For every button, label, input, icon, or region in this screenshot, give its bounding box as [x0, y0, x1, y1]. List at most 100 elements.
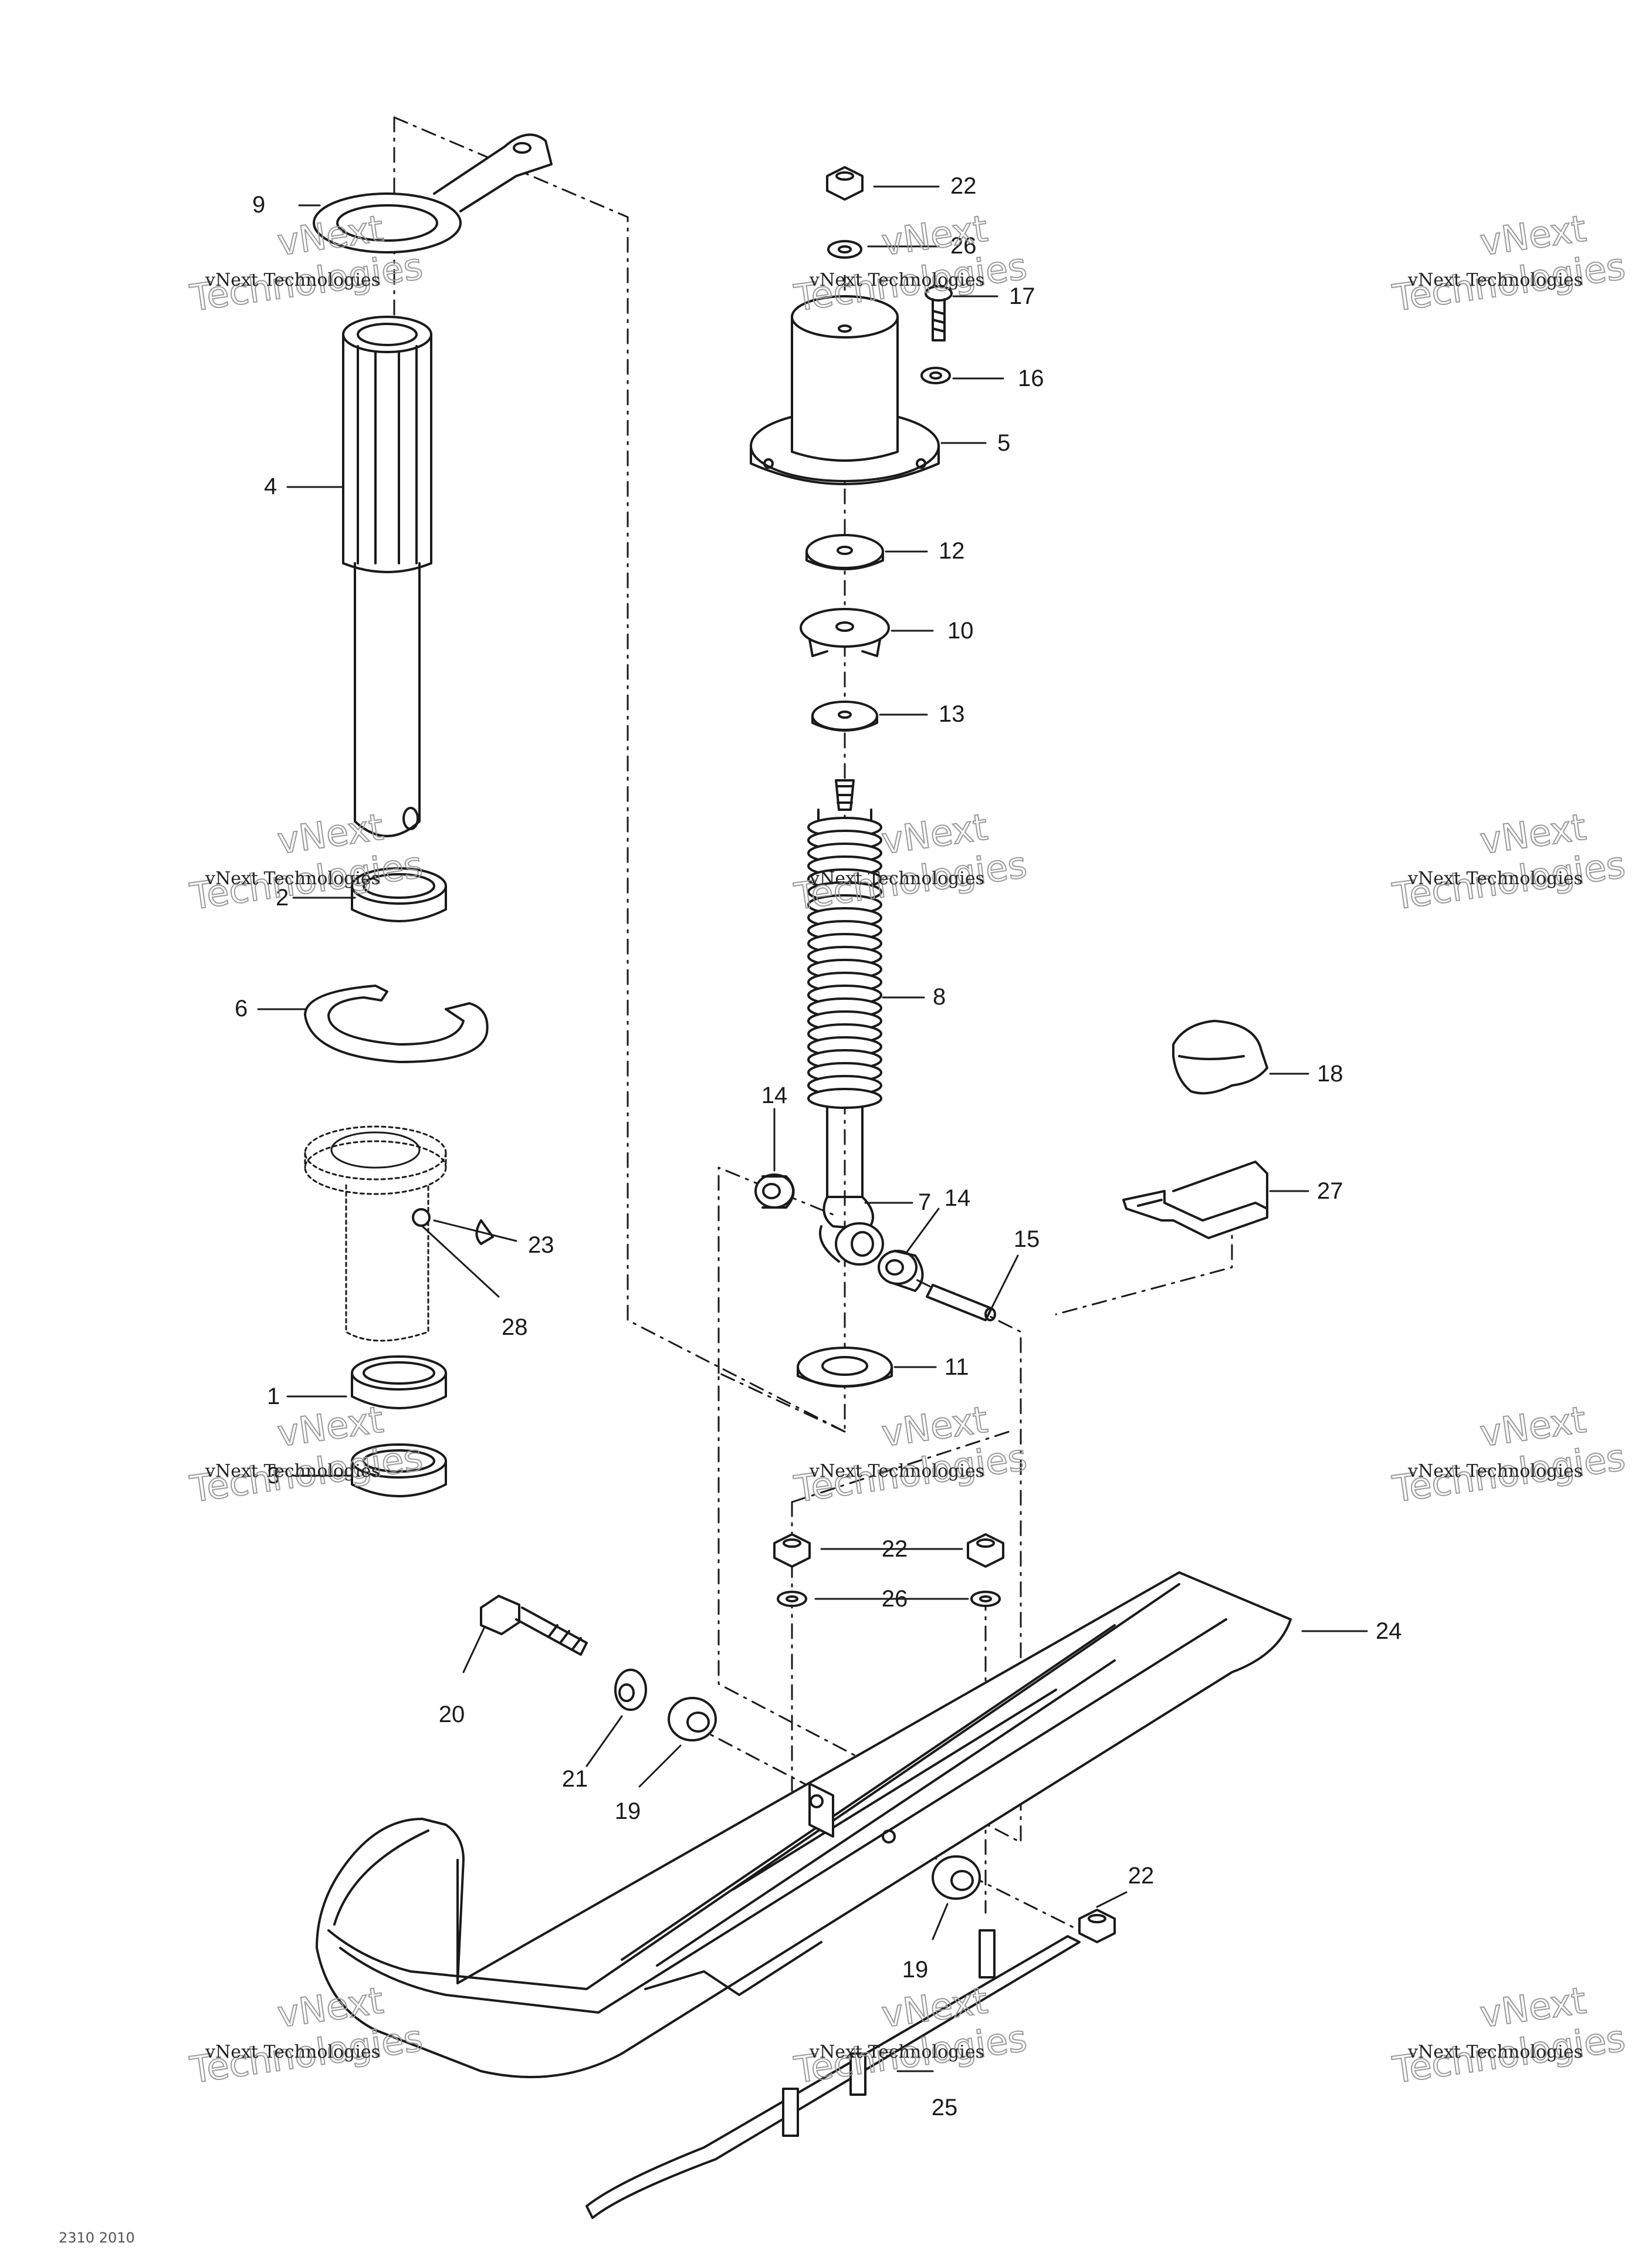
part-23-fitting-cap	[475, 1219, 494, 1245]
part-22-nut-top	[826, 166, 864, 201]
leader-line	[433, 1219, 517, 1242]
callout-number: 26	[882, 1586, 908, 1612]
part-13-washer	[811, 701, 878, 732]
leader-line	[932, 1903, 949, 1940]
part-22-nut-pair	[773, 1533, 1004, 1568]
part-25-carbide-runner	[585, 1929, 1081, 2219]
callout-number: 2	[276, 885, 289, 911]
callout-6: 6	[235, 996, 306, 1022]
callout-17: 17	[952, 283, 1035, 309]
part-11-washer	[797, 1347, 893, 1388]
callout-number: 22	[1128, 1863, 1155, 1889]
callout-11: 11	[893, 1354, 969, 1380]
callout-number: 19	[902, 1957, 929, 1983]
callout-number: 14	[945, 1185, 971, 1211]
part-22-nut-bottom	[1078, 1909, 1116, 1943]
leader-line	[421, 1225, 500, 1298]
part-16-lock-washer	[920, 367, 951, 384]
callout-13: 13	[879, 701, 965, 727]
callout-number: 20	[439, 1702, 465, 1727]
part-1-bushing	[351, 1355, 447, 1409]
part-26-washer-pair	[777, 1591, 1001, 1607]
callout-16: 16	[952, 366, 1044, 391]
callout-25: 25	[896, 2070, 958, 2120]
callout-27: 27	[1269, 1178, 1343, 1204]
callout-number: 21	[562, 1766, 588, 1792]
callout-number: 28	[502, 1314, 528, 1340]
figure-code: 2310 2010	[59, 2230, 135, 2246]
callout-20: 20	[439, 1627, 485, 1727]
callout-21: 21	[562, 1715, 623, 1792]
callout-number: 25	[932, 2095, 958, 2120]
callout-14: 14	[761, 1083, 787, 1172]
callout-26: 26	[814, 1586, 969, 1612]
callout-2: 2	[276, 885, 356, 911]
callout-number: 9	[252, 192, 265, 218]
callout-14: 14	[905, 1185, 971, 1254]
callout-10: 10	[891, 618, 974, 644]
callout-22: 22	[873, 173, 977, 199]
callout-number: 7	[918, 1189, 931, 1215]
callout-5: 5	[940, 430, 1010, 456]
part-6-circlip	[304, 985, 489, 1063]
part-4-steering-tube	[342, 316, 432, 837]
callout-number: 11	[945, 1354, 969, 1380]
callout-number: 27	[1317, 1178, 1343, 1204]
callout-22: 22	[1096, 1863, 1155, 1908]
leader-line	[990, 1254, 1019, 1310]
part-17-screw	[925, 285, 953, 341]
callout-number: 24	[1376, 1618, 1402, 1644]
part-18-ski-tip-cap	[1172, 1020, 1268, 1095]
callout-8: 8	[882, 984, 946, 1010]
part-10-retainer	[800, 608, 890, 657]
callout-19: 19	[615, 1744, 682, 1824]
part-9-spanner-wrench	[313, 133, 553, 253]
callout-1: 1	[267, 1384, 347, 1409]
housing-bore	[330, 1131, 421, 1169]
part-19-bushing-lower	[932, 1855, 981, 1900]
leader-line	[638, 1744, 682, 1788]
part-14-bushing-right	[878, 1250, 924, 1292]
callout-number: 16	[1018, 366, 1044, 391]
part-15-pin	[926, 1284, 996, 1321]
callout-number: 6	[235, 996, 248, 1022]
part-7-shock-absorber	[817, 779, 884, 1266]
callout-15: 15	[990, 1226, 1040, 1310]
spring-coil	[807, 1088, 882, 1109]
part-24-ski	[316, 1571, 1292, 2078]
callout-number: 4	[264, 473, 277, 499]
leader-line	[462, 1627, 485, 1673]
callout-number: 8	[933, 984, 946, 1010]
part-20-bolt	[480, 1595, 588, 1656]
leader-line	[905, 1208, 940, 1254]
callout-number: 22	[882, 1536, 908, 1562]
callout-9: 9	[252, 192, 321, 218]
callout-28: 28	[421, 1225, 528, 1340]
callout-number: 23	[528, 1232, 554, 1258]
callout-number: 3	[267, 1463, 280, 1489]
callout-18: 18	[1269, 1061, 1343, 1087]
callout-number: 17	[1009, 283, 1035, 309]
callout-number: 18	[1317, 1061, 1343, 1087]
part-12-washer	[805, 534, 884, 570]
part-3-bushing	[351, 1443, 447, 1497]
part-27-clip	[1122, 1161, 1268, 1239]
leader-line	[585, 1715, 623, 1767]
part-8-coil-spring	[807, 817, 882, 1109]
callout-number: 26	[950, 233, 977, 259]
part-21-washer	[614, 1669, 647, 1711]
callout-4: 4	[264, 473, 344, 499]
part-28-grease-fitting	[412, 1208, 431, 1227]
part-14-bushing-left	[754, 1173, 795, 1209]
callout-number: 13	[939, 701, 965, 727]
callout-number: 22	[950, 173, 977, 199]
callout-19: 19	[902, 1903, 949, 1983]
callout-24: 24	[1301, 1618, 1402, 1644]
callout-12: 12	[885, 538, 965, 564]
part-5-shock-cap	[750, 295, 940, 485]
leader-line	[1096, 1891, 1128, 1908]
part-steering-housing	[304, 1125, 447, 1342]
